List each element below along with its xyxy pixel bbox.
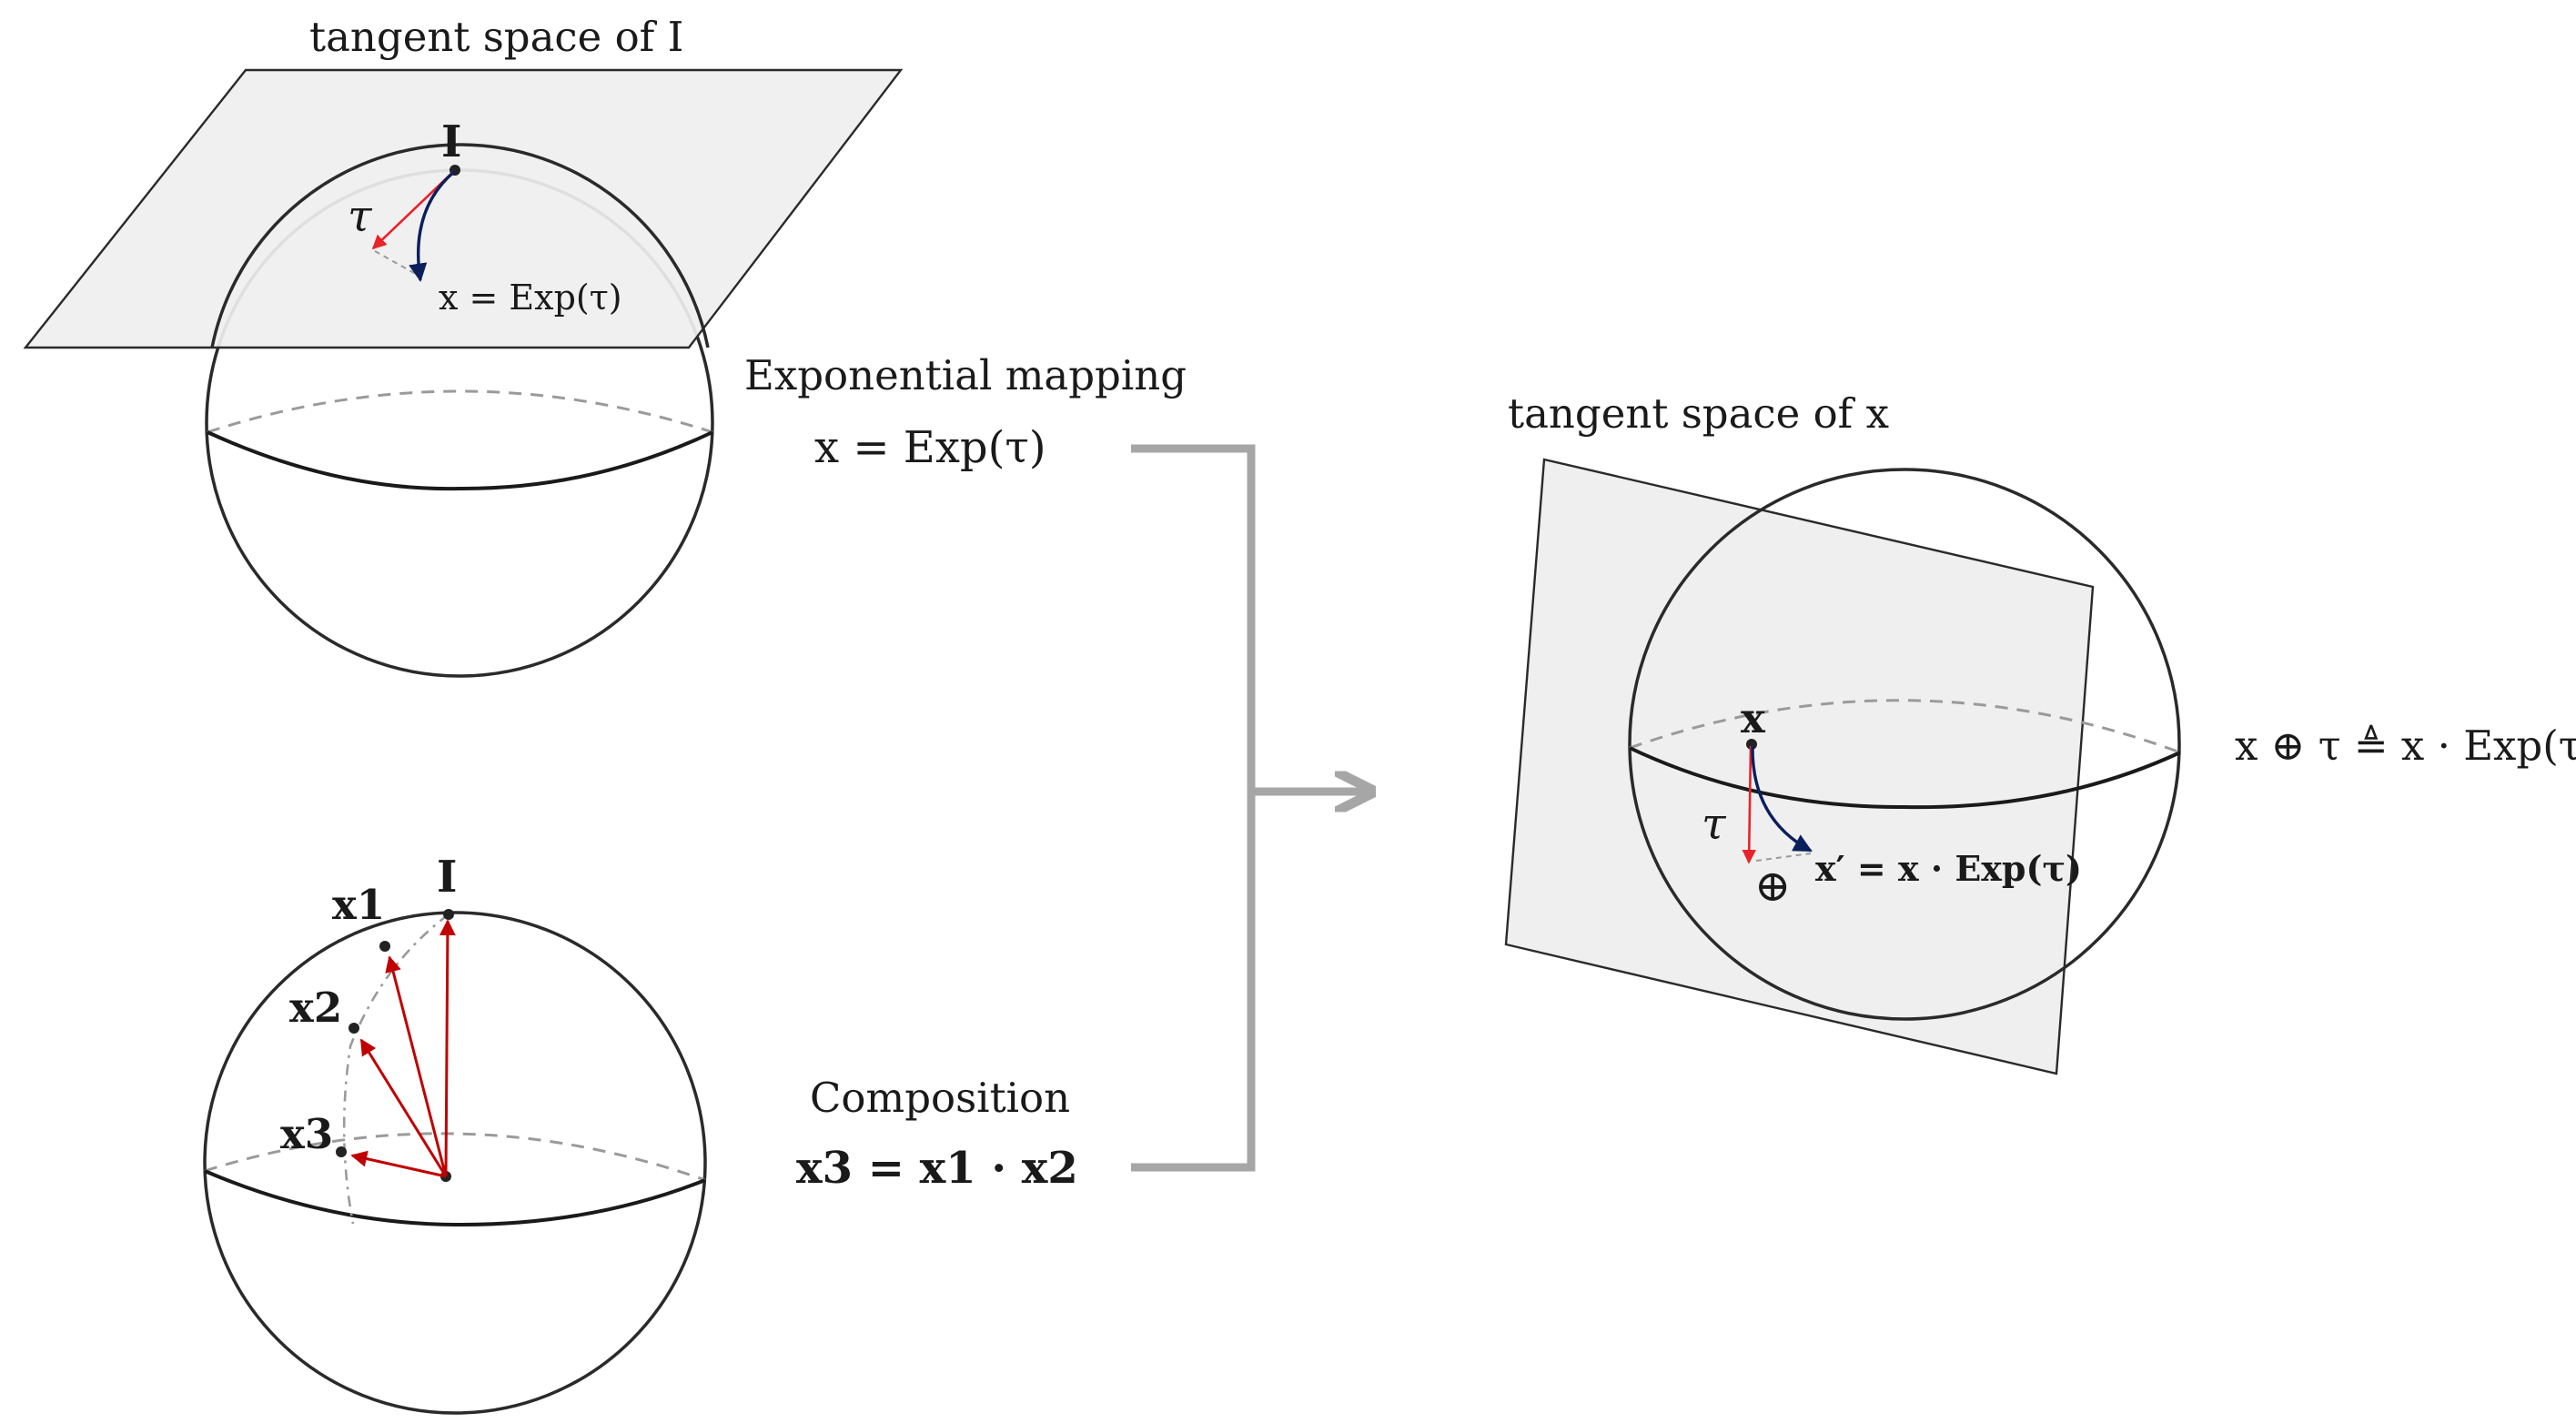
tangent-plane-x (1504, 458, 2095, 1075)
definition-formula: x ⊕ τ ≜ x · Exp(τ) (2235, 722, 2576, 770)
x3-label: x3 (280, 1110, 333, 1158)
top-left-figure: tangent space of I I τ x = Exp(τ) (23, 13, 904, 678)
arrow-to-x1 (385, 955, 448, 1177)
equator-front (207, 430, 713, 491)
right-figure: tangent space of x x τ ⊕ x′ = x · Exp(τ)… (1504, 389, 2576, 1075)
equator-back (207, 389, 713, 434)
equator-back-bottom (204, 1132, 706, 1182)
composition-formula: x3 = x1 · x2 (796, 1143, 1078, 1194)
arrow-to-x2 (359, 1038, 448, 1177)
x1-label: x1 (332, 881, 385, 929)
tau-label: τ (348, 191, 373, 242)
sphere-cap-outline (210, 143, 710, 348)
point-x1 (379, 941, 390, 952)
exp-mapping-title: Exponential mapping (744, 351, 1187, 399)
point-I-bottom (443, 909, 454, 920)
equator-front-bottom (204, 1169, 706, 1227)
sphere-right (1628, 468, 2181, 1021)
equator-back-right (1629, 699, 2181, 754)
point-x-label: x (1741, 694, 1766, 742)
exp-label-small: x = Exp(τ) (439, 278, 622, 318)
tau-arrow-right (1742, 745, 1757, 864)
exp-mapping-formula: x = Exp(τ) (814, 422, 1046, 473)
point-x3 (336, 1146, 347, 1157)
point-I-label: I (441, 116, 461, 167)
point-I-bottom-label: I (437, 852, 457, 903)
arrow-to-I (439, 919, 456, 1177)
bottom-left-figure: I x1 x2 x3 (203, 852, 707, 1415)
tau-label-right: τ (1702, 799, 1727, 850)
point-x2 (349, 1023, 359, 1034)
connector-bracket (1131, 444, 1368, 1172)
x2-label: x2 (289, 984, 342, 1032)
sphere-bottom (203, 911, 707, 1415)
equator-front-right (1629, 746, 2181, 810)
point-x (1746, 739, 1757, 750)
tangent-space-x-label: tangent space of x (1508, 389, 1889, 438)
xprime-label: x′ = x · Exp(τ) (1815, 848, 2082, 889)
exp-arrow (409, 169, 457, 283)
oplus-symbol: ⊕ (1754, 861, 1791, 912)
arrow-to-x3 (350, 1150, 447, 1178)
composition-title: Composition (810, 1074, 1070, 1122)
geodesic-curve (342, 913, 450, 1225)
tangent-space-I-label: tangent space of I (309, 13, 683, 61)
exp-arrow-right (1751, 745, 1813, 853)
